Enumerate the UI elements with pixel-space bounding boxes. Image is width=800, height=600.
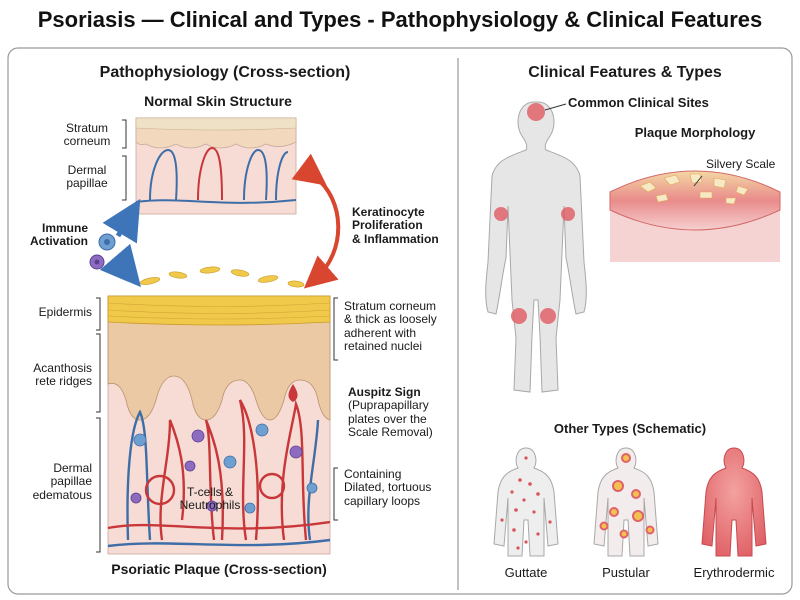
label-epidermis: Epidermis — [38, 305, 92, 319]
scale-flakes — [139, 266, 305, 288]
label-auspitz-sign: Auspitz Sign (Puprapapillary plates over… — [348, 385, 433, 440]
erythrodermic-figure — [701, 447, 767, 557]
label-stratum-corneum: Stratum corneum — [63, 121, 111, 149]
immune-cells — [89, 233, 116, 270]
label-capillary: Containing Dilated, tortuous capillary l… — [344, 467, 432, 508]
label-dermal-edematous: Dermal papillae edematous — [32, 461, 92, 502]
double-arrow — [291, 153, 341, 289]
main-title: Psoriasis — Clinical and Types - Pathoph… — [37, 7, 763, 32]
pustular-figure — [593, 447, 659, 557]
label-acanthosis: Acanthosis rete ridges — [33, 361, 92, 389]
left-panel-heading: Pathophysiology (Cross-section) — [99, 64, 351, 81]
label-common-sites: Common Clinical Sites — [568, 95, 709, 110]
arrow-up — [102, 198, 141, 244]
arrow-down — [99, 243, 142, 288]
right-panel-heading: Clinical Features & Types — [528, 64, 722, 81]
label-immune-activation: Immune Activation — [29, 221, 88, 249]
label-other-types: Other Types (Schematic) — [553, 421, 707, 436]
normal-skin-illustration — [135, 117, 297, 215]
label-pustular: Pustular — [602, 565, 650, 580]
body-figure — [485, 101, 587, 393]
guttate-figure — [493, 447, 559, 557]
label-brackets — [96, 119, 338, 553]
label-keratinocyte: Keratinocyte Proliferation & Inflammatio… — [352, 205, 439, 246]
label-erythrodermic: Erythrodermic — [693, 565, 775, 580]
plaque-footer-label: Psoriatic Plaque (Cross-section) — [111, 561, 327, 577]
psoriatic-plaque-illustration — [107, 295, 331, 555]
plaque-morphology-illustration — [609, 170, 781, 262]
normal-skin-heading: Normal Skin Structure — [144, 93, 292, 109]
label-plaque-morphology: Plaque Morphology — [634, 125, 756, 140]
label-stratum-note: Stratum corneum & thick as loosely adher… — [344, 299, 437, 354]
label-guttate: Guttate — [504, 565, 548, 580]
label-tcells: T-cells & Neutrophils — [179, 485, 241, 513]
label-dermal-papillae: Dermal papillae — [66, 163, 108, 191]
outer-frame — [7, 47, 793, 595]
label-silvery-scale: Silvery Scale — [706, 157, 776, 171]
sites-leader — [544, 103, 567, 111]
